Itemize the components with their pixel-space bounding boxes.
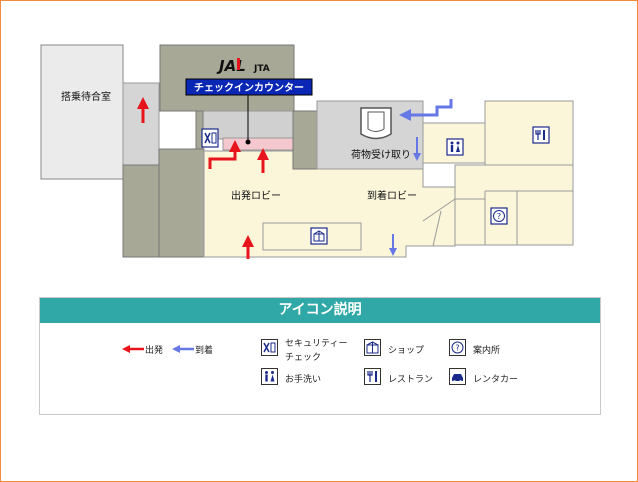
- restroom-icon: [261, 368, 278, 385]
- wall-block: [292, 110, 318, 170]
- arrival-arrow-icon: [172, 345, 194, 353]
- restaurant-area: [484, 100, 574, 166]
- baggage-claim-label: 荷物受け取り: [351, 148, 411, 161]
- legend-info-label: 案内所: [473, 346, 501, 356]
- jal-logo: JAL: [216, 57, 246, 75]
- checkin-pointer-dot: [245, 139, 251, 145]
- info-icon: ?: [449, 339, 466, 356]
- departure-lobby-label: 出発ロビー: [231, 189, 281, 202]
- checkin-banner-text: チェックインカウンター: [194, 82, 304, 94]
- legend-security-label-2: チェック: [285, 353, 322, 363]
- jal-logo-accent: [237, 58, 240, 70]
- rental-car-icon: [449, 368, 466, 385]
- security-check-icon: [201, 128, 219, 148]
- arrival-arrow: [399, 99, 453, 121]
- legend-security-label: セキュリティー: [285, 339, 348, 349]
- legend-restroom-label: お手洗い: [285, 375, 322, 385]
- legend-rental-car-label: レンタカー: [473, 375, 519, 385]
- legend-departure-label: 出発: [145, 346, 164, 356]
- checkin-banner: [185, 78, 313, 96]
- wall-block: [122, 164, 161, 258]
- wall-block: [158, 148, 205, 258]
- icon-legend: アイコン説明 出発 到着 セキュリティー チェック ショップ ? 案内所 お手洗…: [39, 297, 601, 415]
- shop-icon: [310, 227, 328, 245]
- departure-arrow: [208, 140, 241, 169]
- restaurant-icon: [364, 368, 381, 385]
- departure-arrow-icon: [122, 345, 144, 353]
- floor-map: JAL JTA チェックインカウンター 搭乗待合室 出発ロビー 到着ロビー 荷物…: [40, 44, 574, 259]
- svg-text:?: ?: [497, 212, 501, 221]
- svg-text:?: ?: [455, 344, 459, 353]
- security-check-icon: [261, 339, 278, 356]
- partition: [422, 198, 456, 222]
- boarding-lounge-area: [40, 44, 124, 180]
- right-building: [454, 164, 574, 246]
- partition: [432, 210, 442, 247]
- corridor-area: [122, 82, 160, 166]
- legend-restaurant-label: レストラン: [388, 375, 434, 385]
- boarding-lounge-label: 搭乗待合室: [61, 90, 111, 103]
- arrival-lobby-label: 到着ロビー: [367, 189, 417, 202]
- jal-block: [159, 44, 295, 112]
- baggage-carousel-inner: [367, 111, 385, 132]
- jta-logo: JTA: [253, 64, 270, 74]
- legend-shop-label: ショップ: [388, 346, 425, 356]
- legend-title: アイコン説明: [40, 298, 600, 323]
- info-icon: ?: [490, 207, 508, 225]
- restaurant-icon: [532, 126, 550, 144]
- legend-arrival-label: 到着: [195, 346, 214, 356]
- shop-icon: [364, 339, 381, 356]
- restroom-icon: [446, 138, 464, 156]
